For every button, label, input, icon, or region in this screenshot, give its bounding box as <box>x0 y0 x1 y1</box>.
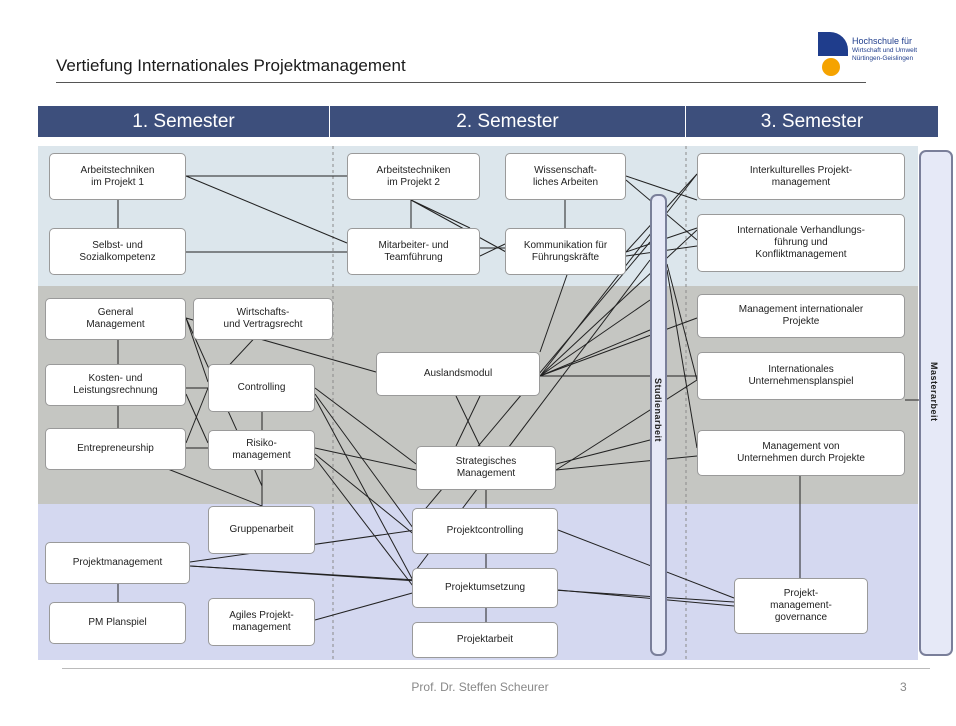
module-risikomanagement: Risiko- management <box>208 430 315 470</box>
studienarbeit-label: Studienarbeit <box>653 378 663 443</box>
module-projektarbeit: Projektarbeit <box>412 622 558 658</box>
module-auslandsmodul: Auslandsmodul <box>376 352 540 396</box>
semester-divider <box>329 106 330 137</box>
module-verhandlungsfuehrung: Internationale Verhandlungs- führung und… <box>697 214 905 272</box>
university-logo: Hochschule für Wirtschaft und Umwelt Nür… <box>818 32 926 82</box>
module-kosten-leistungsrechnung: Kosten- und Leistungsrechnung <box>45 364 186 406</box>
semester-3-label: 3. Semester <box>760 111 864 132</box>
footer-author: Prof. Dr. Steffen Scheurer <box>411 680 549 694</box>
module-projektmanagement: Projektmanagement <box>45 542 190 584</box>
module-projektmanagement-governance: Projekt- management- governance <box>734 578 868 634</box>
module-agiles-projektmanagement: Agiles Projekt- management <box>208 598 315 646</box>
module-gruppenarbeit: Gruppenarbeit <box>208 506 315 554</box>
logo-mark-icon <box>818 32 848 78</box>
slide-title: Vertiefung Internationales Projektmanage… <box>56 56 406 75</box>
module-unternehmensplanspiel: Internationales Unternehmensplanspiel <box>697 352 905 400</box>
module-strategisches-management: Strategisches Management <box>416 446 556 490</box>
module-management-internationaler-projekte: Management internationaler Projekte <box>697 294 905 338</box>
semester-header <box>38 106 938 137</box>
module-general-management: General Management <box>45 298 186 340</box>
page-number: 3 <box>900 680 907 694</box>
module-arbeitstechniken-1: Arbeitstechniken im Projekt 1 <box>49 153 186 200</box>
semester-2-label: 2. Semester <box>456 111 559 132</box>
module-interkulturelles-pm: Interkulturelles Projekt- management <box>697 153 905 200</box>
module-mitarbeiterfuehrung: Mitarbeiter- und Teamführung <box>347 228 480 275</box>
semester-1-label: 1. Semester <box>132 111 235 132</box>
logo-text: Hochschule für Wirtschaft und Umwelt Nür… <box>852 36 918 62</box>
semester-divider <box>685 106 686 137</box>
module-selbst-sozialkompetenz: Selbst- und Sozialkompetenz <box>49 228 186 275</box>
module-projektcontrolling: Projektcontrolling <box>412 508 558 554</box>
module-projektumsetzung: Projektumsetzung <box>412 568 558 608</box>
module-arbeitstechniken-2: Arbeitstechniken im Projekt 2 <box>347 153 480 200</box>
studienarbeit-bar <box>650 194 667 656</box>
footer-divider <box>62 668 930 669</box>
module-kommunikation: Kommunikation für Führungskräfte <box>505 228 626 275</box>
masterarbeit-bar <box>919 150 953 656</box>
module-wissenschaftliches-arbeiten: Wissenschaft- liches Arbeiten <box>505 153 626 200</box>
module-wirtschaftsrecht: Wirtschafts- und Vertragsrecht <box>193 298 333 340</box>
module-management-unternehmen: Management von Unternehmen durch Projekt… <box>697 430 905 476</box>
module-pm-planspiel: PM Planspiel <box>49 602 186 644</box>
title-divider <box>56 82 866 83</box>
module-controlling: Controlling <box>208 364 315 412</box>
module-entrepreneurship: Entrepreneurship <box>45 428 186 470</box>
masterarbeit-label: Masterarbeit <box>929 362 939 422</box>
